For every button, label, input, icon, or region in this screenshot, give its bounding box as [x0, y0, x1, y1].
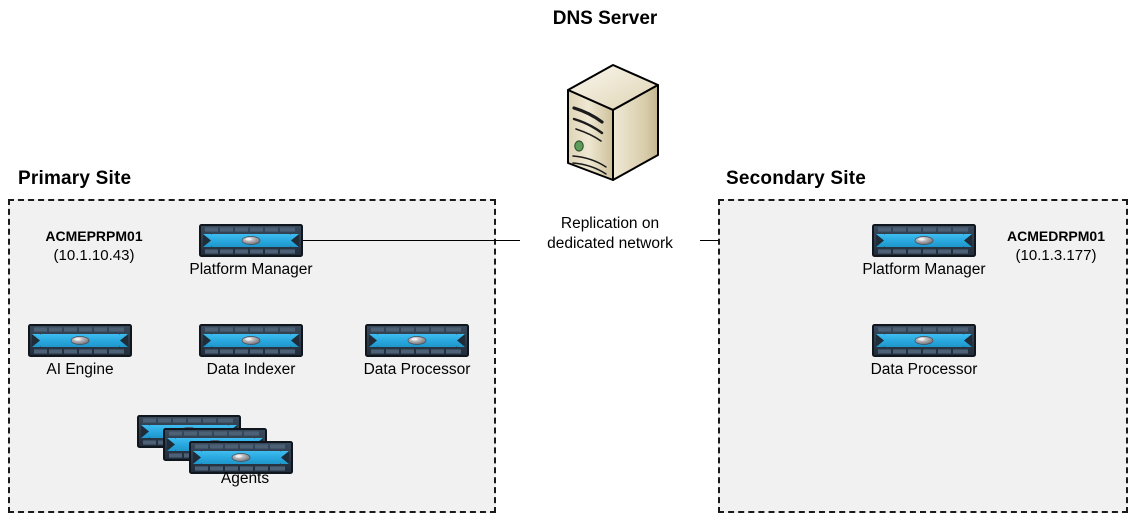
secondary-host-ip: (10.1.3.177)	[1015, 246, 1097, 264]
secondary-platform-manager-label: Platform Manager	[862, 261, 986, 278]
replication-caption: Replication on dedicated network	[520, 214, 700, 254]
secondary-data-processor-label: Data Processor	[870, 361, 978, 378]
secondary-host-name: ACMEDRPM01	[1006, 228, 1105, 244]
primary-site-title: Primary Site	[18, 168, 132, 189]
primary-data-indexer-label: Data Indexer	[206, 361, 296, 378]
secondary-site-title: Secondary Site	[726, 168, 867, 189]
replication-caption-line2: dedicated network	[547, 234, 673, 252]
secondary-host-info: ACMEDRPM01 (10.1.3.177)	[985, 228, 1127, 265]
replication-line-left	[303, 240, 537, 241]
primary-data-processor-icon[interactable]	[365, 324, 469, 357]
primary-host-name: ACMEPRPM01	[45, 228, 143, 244]
primary-agents-icon-front[interactable]	[189, 441, 293, 474]
dns-server-title: DNS Server	[552, 8, 658, 29]
primary-platform-manager-icon[interactable]	[199, 224, 303, 257]
primary-host-ip: (10.1.10.43)	[53, 246, 135, 264]
primary-ai-engine-icon[interactable]	[28, 324, 132, 357]
primary-platform-manager-label: Platform Manager	[189, 261, 313, 278]
primary-agents-label: Agents	[220, 470, 270, 487]
primary-ai-engine-label: AI Engine	[46, 361, 114, 378]
primary-data-indexer-icon[interactable]	[199, 324, 303, 357]
primary-host-info: ACMEPRPM01 (10.1.10.43)	[20, 228, 168, 265]
primary-data-processor-label: Data Processor	[363, 361, 471, 378]
secondary-data-processor-icon[interactable]	[872, 324, 976, 357]
secondary-platform-manager-icon[interactable]	[872, 224, 976, 257]
replication-caption-line1: Replication on	[560, 215, 660, 232]
server-tower-icon	[540, 43, 680, 183]
